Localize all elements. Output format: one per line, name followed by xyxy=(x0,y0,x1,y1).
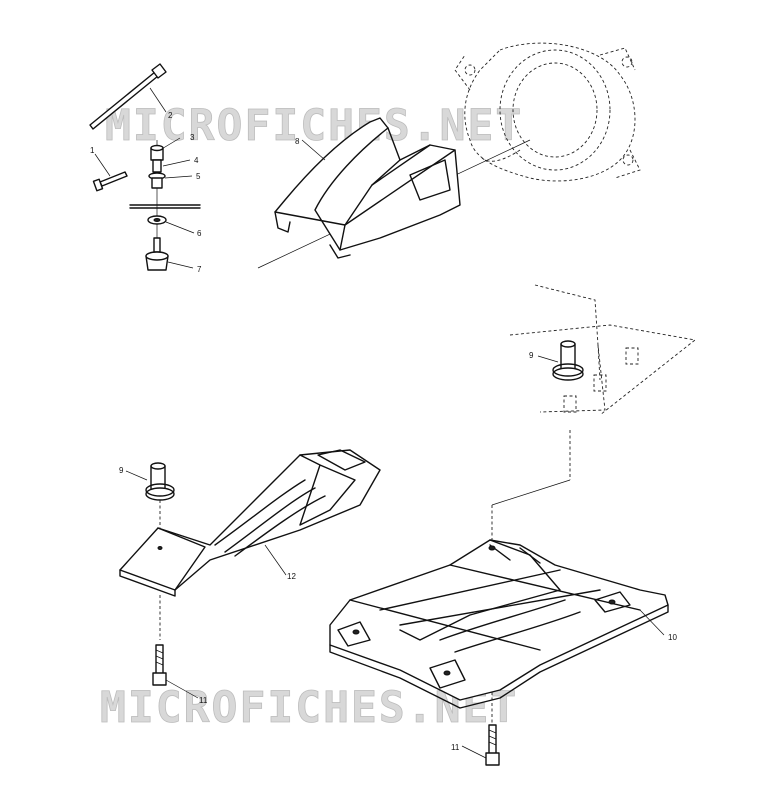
intake-grate-part xyxy=(274,117,461,259)
callout-10: 10 xyxy=(668,633,677,642)
callout-11-left: 11 xyxy=(199,696,208,705)
callout-4: 4 xyxy=(194,156,199,165)
bolt-part-left xyxy=(152,644,167,686)
mount-pin-part-left xyxy=(145,462,175,540)
callout-11-bottom: 11 xyxy=(451,743,460,752)
long-bolt-part xyxy=(89,63,167,130)
pump-housing-outline xyxy=(454,42,641,182)
callout-9-right: 9 xyxy=(529,351,534,360)
callout-7: 7 xyxy=(197,265,202,274)
ride-plate-part xyxy=(119,449,381,640)
pin-part xyxy=(92,171,128,192)
callout-2: 2 xyxy=(168,111,173,120)
callout-3: 3 xyxy=(190,133,195,142)
hull-section-outline xyxy=(491,284,697,750)
callout-6: 6 xyxy=(197,229,202,238)
callout-9-left: 9 xyxy=(119,466,124,475)
leader-lines xyxy=(94,87,665,759)
hull-plate-part xyxy=(329,539,669,709)
watermark-top: MICROFICHES.NET xyxy=(105,101,523,151)
callout-8: 8 xyxy=(295,137,300,146)
callout-12: 12 xyxy=(287,572,296,581)
callout-1: 1 xyxy=(90,146,95,155)
stud-stack xyxy=(129,140,201,271)
mount-pin-part-right xyxy=(552,340,584,381)
callout-5: 5 xyxy=(196,172,201,181)
bolt-part-bottom xyxy=(485,724,500,766)
